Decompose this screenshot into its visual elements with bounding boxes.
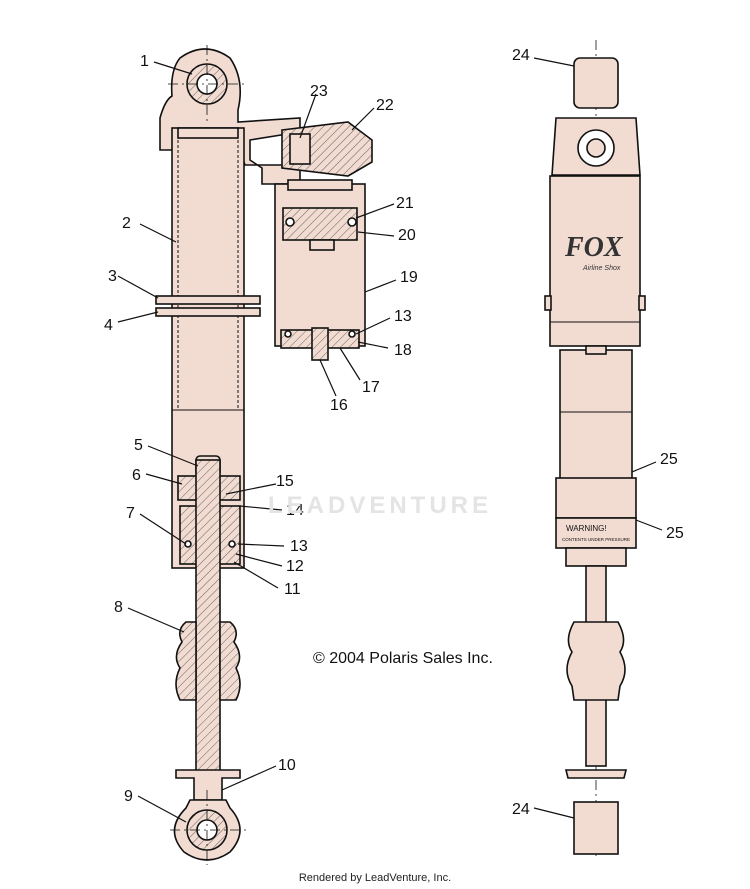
callout-20: 20	[398, 227, 416, 244]
spring-collar-upper	[155, 295, 261, 305]
callout-16: 16	[330, 397, 348, 414]
callout-12: 12	[286, 558, 304, 575]
copyright-text: © 2004 Polaris Sales Inc.	[313, 650, 493, 667]
callout-13b: 13	[394, 308, 412, 325]
callout-8: 8	[114, 599, 123, 616]
adjuster-screw	[289, 133, 311, 165]
callout-22: 22	[376, 97, 394, 114]
callout-14: 14	[286, 502, 304, 519]
fox-logo: FOX	[564, 232, 624, 263]
bottom-out-bumper	[175, 621, 197, 701]
callout-13: 13	[290, 538, 308, 555]
footer-credit: Rendered by LeadVenture, Inc.	[298, 872, 452, 884]
callout-2: 2	[122, 215, 131, 232]
callout-7: 7	[126, 505, 135, 522]
reservoir-cap	[287, 179, 353, 191]
bumper-cup	[175, 769, 241, 801]
air-sleeve	[559, 349, 633, 481]
top-clevis-eye	[573, 57, 619, 109]
spring-collar-lower	[155, 307, 261, 317]
bottom-clevis	[573, 801, 619, 855]
callout-4: 4	[104, 317, 113, 334]
body-tube-cap	[177, 127, 239, 139]
leader-lines	[117, 57, 663, 823]
callout-18: 18	[394, 342, 412, 359]
callout-21: 21	[396, 195, 414, 212]
callout-25: 25	[660, 451, 678, 468]
right-external-view: FOX Airline Shox WARNING! CONTENTS UNDER…	[544, 40, 646, 860]
callout-15: 15	[276, 473, 294, 490]
fox-logo-sub: Airline Shox	[582, 265, 621, 272]
ifp-piston	[282, 207, 358, 241]
warning-label	[555, 517, 637, 549]
callout-10: 10	[278, 757, 296, 774]
warning-label-sub: CONTENTS UNDER PRESSURE	[562, 537, 630, 542]
callout-17: 17	[362, 379, 380, 396]
callout-23: 23	[310, 83, 328, 100]
callout-24: 24	[512, 47, 530, 64]
external-bumper	[566, 621, 626, 701]
warning-label-title: WARNING!	[566, 524, 607, 533]
callout-3: 3	[108, 268, 117, 285]
left-section-view	[155, 45, 373, 865]
callout-11: 11	[284, 581, 301, 598]
callout-1: 1	[140, 53, 149, 70]
callout-25b: 25	[666, 525, 684, 542]
callouts: 1 2 3 4 5 6 7 8 9 10 11 12 13 14 15 16 1…	[104, 47, 684, 818]
callout-6: 6	[132, 467, 141, 484]
callout-9: 9	[124, 788, 133, 805]
callout-5: 5	[134, 437, 143, 454]
damper-shaft	[195, 459, 221, 791]
sleeve-band	[555, 477, 637, 519]
watermark: LEADVENTURE	[268, 492, 493, 519]
fox-body	[549, 175, 641, 347]
schrader-valve	[311, 327, 329, 361]
external-bumper-cup	[564, 769, 628, 779]
callout-19: 19	[400, 269, 418, 286]
callout-24b: 24	[512, 801, 530, 818]
